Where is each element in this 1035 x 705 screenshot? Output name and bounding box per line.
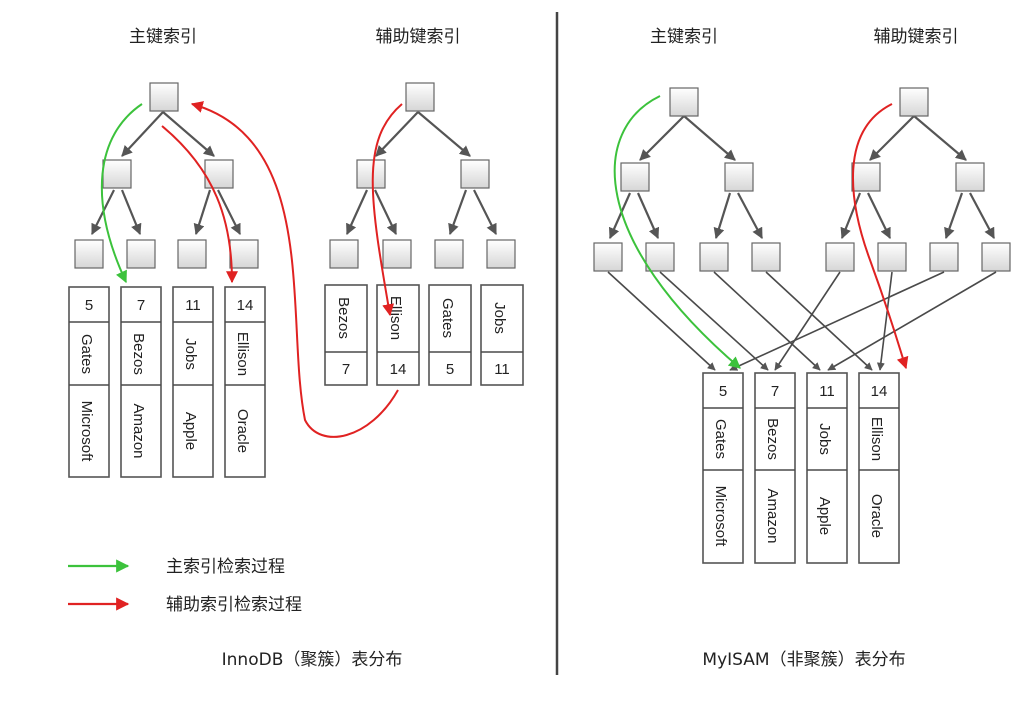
tree-node <box>74 239 104 269</box>
innodb-secondary-tree <box>329 82 516 269</box>
tree-node <box>669 87 699 117</box>
cell-company: Microsoft <box>78 401 95 463</box>
tree-node <box>877 242 907 272</box>
tree-node <box>699 242 729 272</box>
innodb-secondary-title: 辅助键索引 <box>376 27 461 47</box>
cell-name: Jobs <box>182 338 199 370</box>
cell-company: Oracle <box>234 409 251 453</box>
cell-company: Microsoft <box>712 486 729 548</box>
innodb-secondary-data: Bezos 7 Ellison 14 Gates 5 Jobs 11 <box>324 284 524 386</box>
myisam-secondary-title: 辅助键索引 <box>874 27 959 47</box>
cell-id: 11 <box>494 361 510 378</box>
myisam-caption: MyISAM（非聚簇）表分布 <box>702 650 905 670</box>
cell-id: 14 <box>237 297 254 314</box>
innodb-primary-tree <box>74 82 259 269</box>
tree-node <box>620 162 650 192</box>
cell-id: 7 <box>771 383 779 400</box>
cell-id: 7 <box>342 361 350 378</box>
tree-node <box>177 239 207 269</box>
cell-id: 14 <box>871 383 888 400</box>
tree-node <box>929 242 959 272</box>
tree-node <box>434 239 464 269</box>
cell-name: Ellison <box>387 296 404 340</box>
cell-id: 5 <box>446 361 454 378</box>
myisam-secondary-search-path <box>852 103 909 370</box>
tree-node <box>751 242 781 272</box>
cell-id: 5 <box>85 297 93 314</box>
cell-name: Bezos <box>335 297 352 339</box>
cell-company: Apple <box>816 497 833 535</box>
cell-id: 11 <box>819 383 835 400</box>
myisam-primary-tree <box>593 87 781 272</box>
tree-node <box>149 82 179 112</box>
cell-name: Ellison <box>234 332 251 376</box>
cell-id: 5 <box>719 383 727 400</box>
cell-name: Gates <box>78 334 95 374</box>
tree-node <box>204 159 234 189</box>
cell-id: 11 <box>185 297 201 314</box>
innodb-primary-data: 5 Gates Microsoft 7 Bezos Amazon 11 Jobs… <box>68 286 266 478</box>
tree-node <box>981 242 1011 272</box>
tree-node <box>229 239 259 269</box>
cell-name: Ellison <box>868 417 885 461</box>
innodb-primary-search-path <box>100 103 143 284</box>
tree-node <box>356 159 386 189</box>
innodb-back-to-primary-path <box>190 101 399 438</box>
tree-node <box>102 159 132 189</box>
cell-company: Oracle <box>868 494 885 538</box>
cell-name: Bezos <box>764 418 781 460</box>
cell-company: Amazon <box>130 403 147 458</box>
tree-node <box>460 159 490 189</box>
innodb-secondary-search-path <box>371 103 403 317</box>
legend-primary-label: 主索引检索过程 <box>166 557 285 577</box>
cell-name: Gates <box>439 298 456 338</box>
cell-id: 14 <box>390 361 407 378</box>
legend: 主索引检索过程 辅助索引检索过程 <box>68 557 302 615</box>
cell-name: Jobs <box>816 423 833 455</box>
tree-node <box>724 162 754 192</box>
tree-node <box>126 239 156 269</box>
cell-company: Amazon <box>764 488 781 543</box>
cell-company: Apple <box>182 412 199 450</box>
tree-node <box>486 239 516 269</box>
innodb-primary-lookup-path <box>161 125 238 284</box>
cell-name: Gates <box>712 419 729 459</box>
cell-name: Jobs <box>491 302 508 334</box>
tree-node <box>955 162 985 192</box>
tree-node <box>899 87 929 117</box>
myisam-row-pointers <box>607 271 997 371</box>
tree-node <box>825 242 855 272</box>
cell-name: Bezos <box>130 333 147 375</box>
legend-secondary-label: 辅助索引检索过程 <box>166 595 302 615</box>
myisam-primary-search-path <box>613 95 741 369</box>
innodb-primary-title: 主键索引 <box>129 27 197 47</box>
innodb-caption: InnoDB（聚簇）表分布 <box>222 650 403 670</box>
myisam-data: 5 Gates Microsoft 7 Bezos Amazon 11 Jobs… <box>702 372 900 564</box>
tree-node <box>645 242 675 272</box>
tree-node <box>382 239 412 269</box>
tree-node <box>405 82 435 112</box>
tree-node <box>329 239 359 269</box>
myisam-primary-title: 主键索引 <box>650 27 718 47</box>
myisam-secondary-tree <box>825 87 1011 272</box>
tree-node <box>593 242 623 272</box>
cell-id: 7 <box>137 297 145 314</box>
tree-node <box>851 162 881 192</box>
